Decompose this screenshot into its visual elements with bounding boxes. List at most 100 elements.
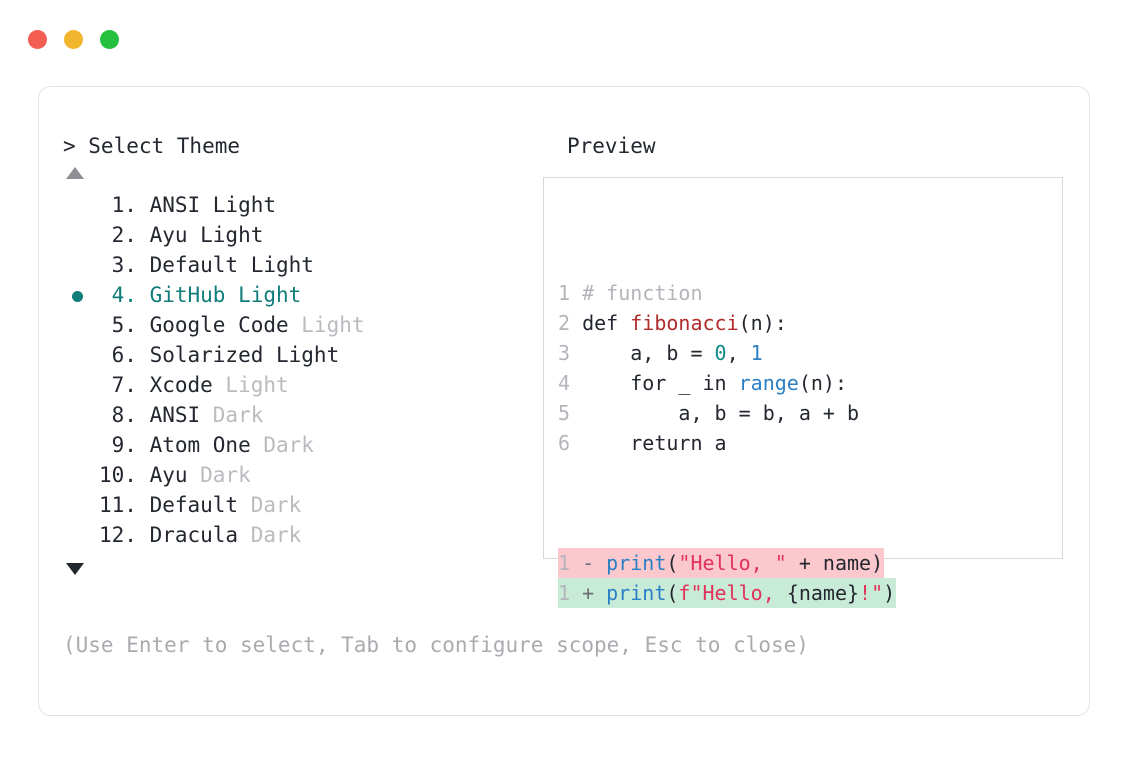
- line-gap: [570, 281, 582, 305]
- line-number: 2: [558, 311, 571, 335]
- theme-list-item[interactable]: 10. Ayu Dark: [63, 460, 533, 490]
- code-token: print: [606, 581, 667, 605]
- code-token: ): [883, 581, 896, 605]
- theme-item-name: ANSI: [136, 403, 201, 427]
- theme-item-index: 6.: [111, 343, 137, 367]
- close-button[interactable]: [28, 30, 47, 49]
- theme-item-variant: Light: [187, 223, 264, 247]
- code-token: + name: [786, 551, 872, 575]
- line-gap: [570, 431, 582, 455]
- theme-item-variant: Dark: [250, 433, 314, 457]
- theme-item-variant: Light: [288, 313, 365, 337]
- theme-item-index: 8.: [111, 403, 137, 427]
- theme-list-item[interactable]: 12. Dracula Dark: [63, 520, 533, 550]
- code-token: !": [859, 581, 884, 605]
- theme-item-name: Atom One: [136, 433, 251, 457]
- code-line: 6 return a: [558, 428, 896, 458]
- theme-item-name: Xcode: [136, 373, 213, 397]
- scroll-up-arrow-icon[interactable]: [66, 167, 84, 179]
- code-token: # function: [582, 281, 703, 305]
- code-token: fibonacci: [630, 311, 739, 335]
- theme-item-variant: Dark: [238, 493, 302, 517]
- diff-row: 1 + print(f"Hello, {name}!"): [558, 578, 897, 608]
- diff-body: 1 - print("Hello, " + name)1 + print(f"H…: [558, 548, 897, 608]
- headers-row: > Select Theme Preview: [63, 133, 1063, 159]
- theme-item-name: Dracula: [136, 523, 239, 547]
- minimize-button[interactable]: [64, 30, 83, 49]
- theme-list-item[interactable]: 4. GitHub Light: [63, 280, 533, 310]
- diff-marker: +: [570, 581, 607, 605]
- theme-item-name: GitHub: [136, 283, 226, 307]
- code-token: return a: [582, 431, 727, 455]
- code-token: a, b =: [582, 341, 715, 365]
- line-gap: [570, 401, 582, 425]
- theme-item-index: 2.: [111, 223, 137, 247]
- theme-list-item[interactable]: 2. Ayu Light: [63, 220, 533, 250]
- line-number: 4: [558, 371, 571, 395]
- code-preview: 1 # function 2 def fibonacci(n): 3 a, b = …: [558, 218, 897, 668]
- theme-item-index: 3.: [111, 253, 137, 277]
- theme-list-item[interactable]: 9. Atom One Dark: [63, 430, 533, 460]
- theme-item-variant: Light: [225, 283, 302, 307]
- code-token: print: [606, 551, 667, 575]
- theme-list-item[interactable]: 6. Solarized Light: [63, 340, 533, 370]
- theme-item-name: Solarized: [136, 343, 264, 367]
- theme-item-index: 4.: [111, 283, 137, 307]
- theme-item-name: Ayu: [136, 463, 188, 487]
- theme-list-item[interactable]: 3. Default Light: [63, 250, 533, 280]
- line-number: 1: [558, 281, 571, 305]
- line-number: 1: [558, 581, 571, 605]
- code-token: "Hello, ": [678, 551, 787, 575]
- code-token: ): [871, 551, 884, 575]
- theme-list-item[interactable]: 8. ANSI Dark: [63, 400, 533, 430]
- line-number: 6: [558, 431, 571, 455]
- diff-marker: -: [570, 551, 607, 575]
- theme-item-index: 7.: [111, 373, 137, 397]
- code-token: range: [738, 371, 799, 395]
- theme-list-item[interactable]: 1. ANSI Light: [63, 190, 533, 220]
- code-token: (: [666, 581, 679, 605]
- code-line: 4 for _ in range(n):: [558, 368, 896, 398]
- code-token: for _ in: [582, 371, 739, 395]
- theme-item-variant: Light: [200, 193, 276, 217]
- theme-list-item[interactable]: 5. Google Code Light: [63, 310, 533, 340]
- theme-item-name: Google Code: [136, 313, 289, 337]
- preview-panel: 1 # function 2 def fibonacci(n): 3 a, b = …: [543, 177, 1063, 608]
- code-line: 2 def fibonacci(n):: [558, 308, 896, 338]
- keyboard-hint: (Use Enter to select, Tab to configure s…: [63, 633, 809, 657]
- theme-item-name: Default: [136, 253, 239, 277]
- theme-item-variant: Dark: [200, 403, 264, 427]
- line-number: 5: [558, 401, 571, 425]
- selected-bullet-icon: [72, 291, 83, 302]
- preview-title: Preview: [567, 134, 656, 158]
- theme-item-variant: Light: [263, 343, 340, 367]
- line-number: 1: [558, 551, 571, 575]
- line-gap: [570, 341, 582, 365]
- code-token: ,: [726, 341, 751, 365]
- theme-list-item[interactable]: 7. Xcode Light: [63, 370, 533, 400]
- line-number: 3: [558, 341, 571, 365]
- code-token: (n):: [798, 371, 848, 395]
- scroll-down-arrow-icon[interactable]: [66, 563, 84, 575]
- code-token: (: [666, 551, 679, 575]
- code-token: f"Hello,: [678, 581, 787, 605]
- code-token: 1: [750, 341, 763, 365]
- diff-row: 1 - print("Hello, " + name): [558, 548, 896, 578]
- diff-line: 1 - print("Hello, " + name): [558, 548, 885, 578]
- code-token: (n):: [738, 311, 787, 335]
- theme-item-variant: Light: [212, 373, 289, 397]
- code-token: a, b = b, a + b: [582, 401, 860, 425]
- line-gap: [570, 311, 582, 335]
- theme-list-item[interactable]: 11. Default Dark: [63, 490, 533, 520]
- scroll-down-arrow-wrap: [63, 563, 533, 575]
- code-body: 1 # function 2 def fibonacci(n): 3 a, b = …: [558, 278, 896, 458]
- theme-item-variant: Dark: [238, 523, 302, 547]
- theme-item-variant: Light: [238, 253, 314, 277]
- code-token: 0: [714, 341, 727, 365]
- maximize-button[interactable]: [100, 30, 119, 49]
- theme-item-index: 10.: [99, 463, 137, 487]
- theme-item-index: 12.: [99, 523, 137, 547]
